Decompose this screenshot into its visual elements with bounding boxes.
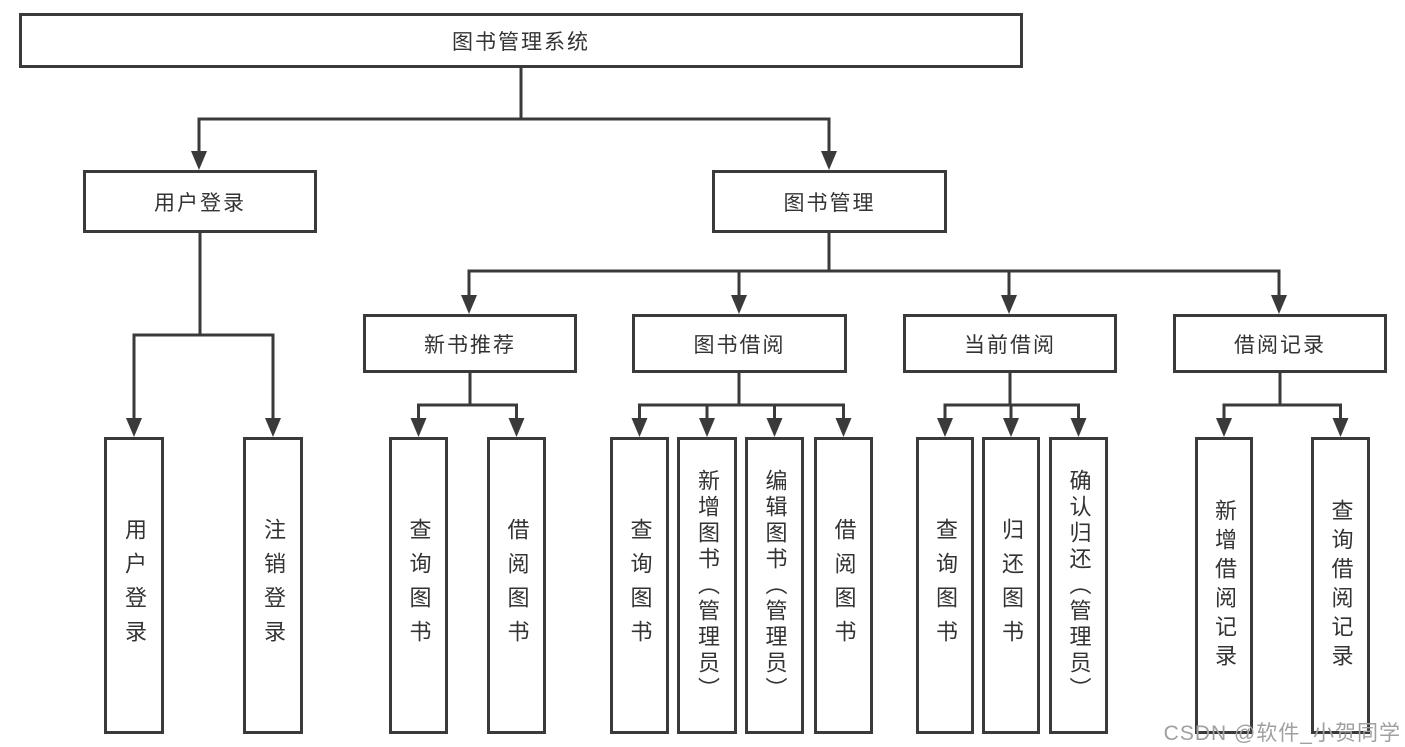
leaf-label: 查询图书 bbox=[627, 517, 653, 654]
node-root: 图书管理系统 bbox=[19, 13, 1023, 68]
csdn-watermark: CSDN @软件_小贺同学 bbox=[1163, 722, 1401, 745]
leaf-label: 用户登录 bbox=[122, 517, 147, 654]
leaf-label: 借阅图书 bbox=[831, 517, 857, 654]
leaf-bb-borrow-books: 借阅图书 bbox=[814, 437, 873, 734]
arrowhead-icons bbox=[126, 151, 1349, 437]
leaf-bb-add-books: 新增图书（管理员） bbox=[677, 437, 737, 734]
leaf-label: 查询图书 bbox=[933, 517, 958, 654]
node-book-borrowing: 图书借阅 bbox=[632, 314, 847, 373]
leaf-nb-borrow-books: 借阅图书 bbox=[487, 437, 546, 734]
leaf-cb-query-books: 查询图书 bbox=[916, 437, 974, 734]
leaf-label: 编辑图书（管理员） bbox=[762, 468, 788, 703]
node-book-management: 图书管理 bbox=[712, 170, 947, 233]
leaf-logout: 注销登录 bbox=[243, 437, 303, 734]
leaf-bb-edit-books: 编辑图书（管理员） bbox=[745, 437, 804, 734]
leaf-label: 借阅图书 bbox=[504, 517, 530, 654]
leaf-user-login: 用户登录 bbox=[104, 437, 164, 734]
leaf-label: 归还图书 bbox=[999, 517, 1024, 654]
leaf-label: 确认归还（管理员） bbox=[1066, 468, 1092, 703]
leaf-bb-query-books: 查询图书 bbox=[610, 437, 669, 734]
leaf-br-add-record: 新增借阅记录 bbox=[1195, 437, 1253, 734]
node-new-book-recommend: 新书推荐 bbox=[363, 314, 577, 373]
leaf-cb-return-books: 归还图书 bbox=[982, 437, 1040, 734]
leaf-label: 新增借阅记录 bbox=[1212, 498, 1237, 673]
leaf-label: 查询图书 bbox=[406, 517, 432, 654]
leaf-label: 注销登录 bbox=[261, 517, 286, 654]
leaf-cb-confirm-return: 确认归还（管理员） bbox=[1049, 437, 1108, 734]
leaf-nb-query-books: 查询图书 bbox=[389, 437, 448, 734]
node-current-borrowing: 当前借阅 bbox=[903, 314, 1117, 373]
leaf-br-query-record: 查询借阅记录 bbox=[1311, 437, 1370, 734]
node-borrowing-records: 借阅记录 bbox=[1173, 314, 1387, 373]
leaf-label: 查询借阅记录 bbox=[1328, 498, 1354, 673]
leaf-label: 新增图书（管理员） bbox=[695, 468, 720, 703]
node-user-login: 用户登录 bbox=[83, 170, 317, 233]
